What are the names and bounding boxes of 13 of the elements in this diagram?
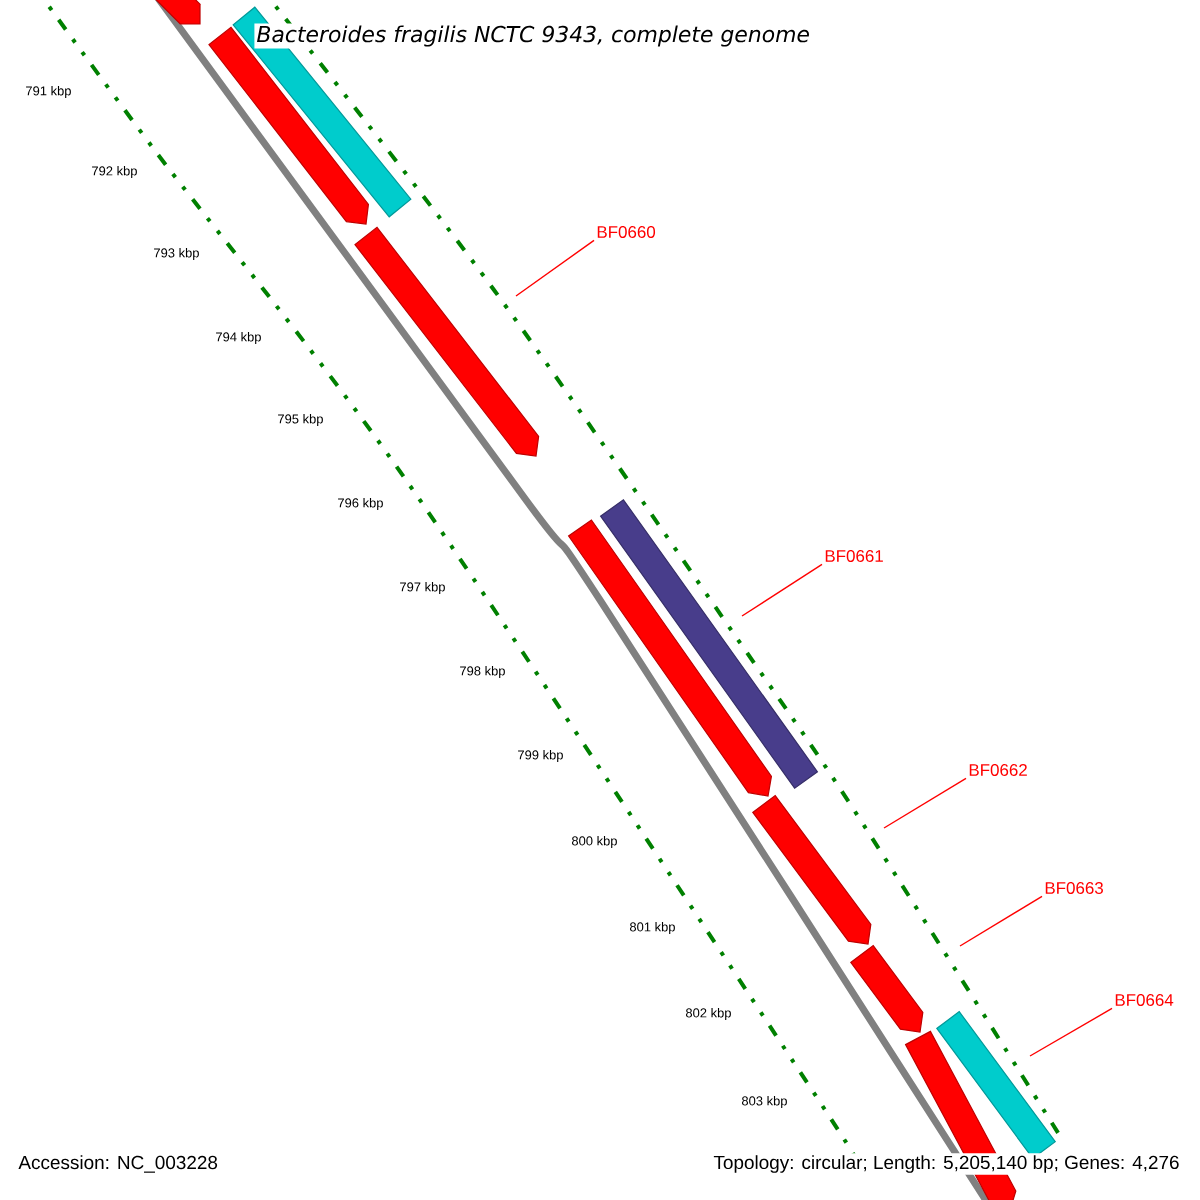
- leader-line: [959, 895, 1043, 947]
- accession-text: Accession: NC_003228: [16, 1153, 220, 1175]
- leader-line: [741, 563, 823, 617]
- gene-label: BF0663: [1045, 882, 1103, 894]
- leader-line: [515, 239, 595, 297]
- leader-line: [1029, 1007, 1113, 1057]
- gene-label: BF0661: [825, 550, 883, 562]
- map-title: Bacteroides fragilis NCTC 9343, complete genome: [254, 23, 812, 49]
- gene-label: BF0662: [969, 764, 1027, 776]
- leader-line: [883, 777, 967, 829]
- summary-text: Topology: circular; Length: 5,205,140 bp; Genes: 4,276: [711, 1153, 1182, 1175]
- gene-label: BF0660: [597, 226, 656, 238]
- gene-label: BF0664: [1115, 994, 1174, 1006]
